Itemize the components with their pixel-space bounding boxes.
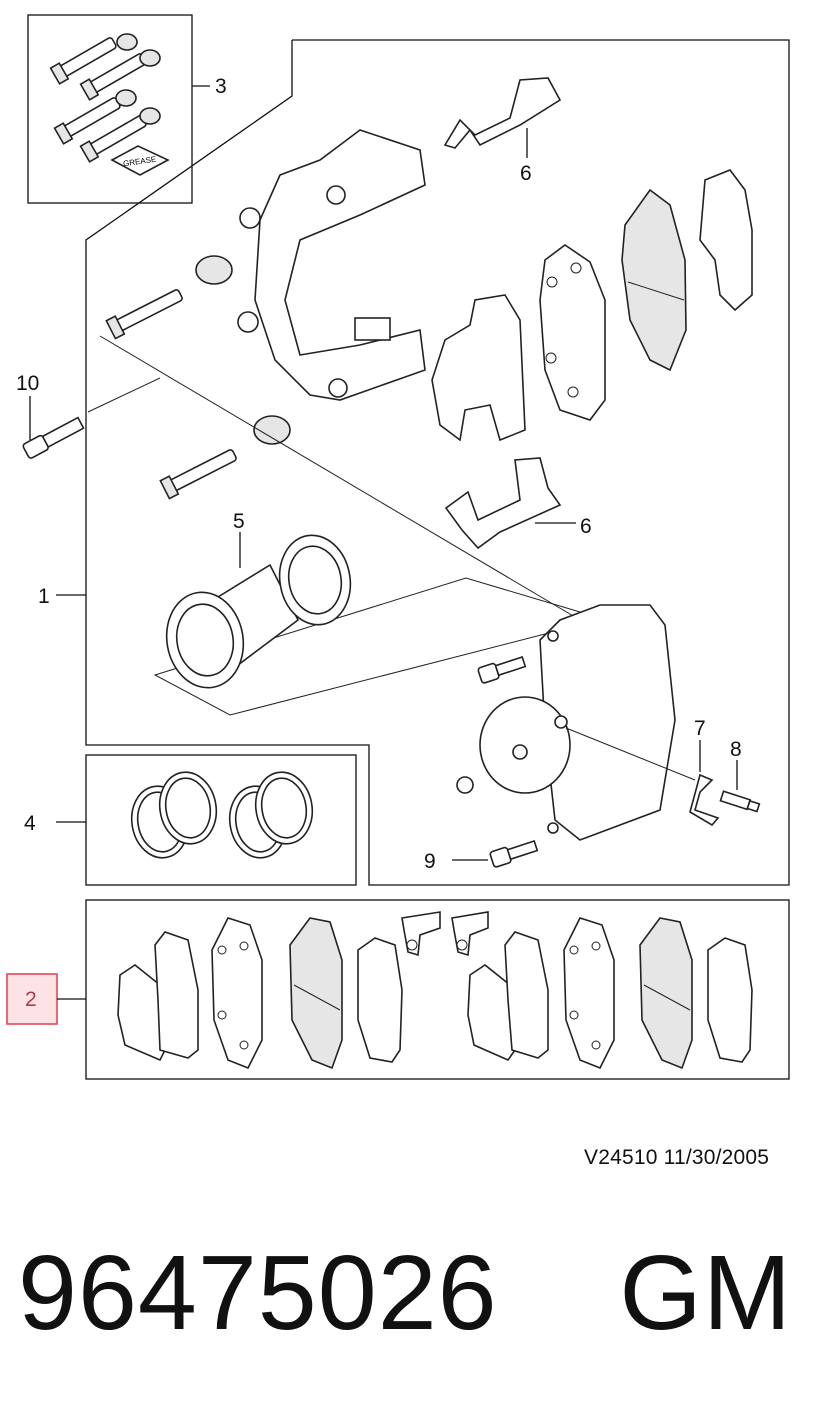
seal-kit-frame: [85, 754, 357, 886]
caliper-housing: [479, 604, 676, 841]
brake-hose-bracket: [689, 773, 720, 827]
callout-6-upper: 6: [520, 162, 532, 185]
guide-pin-upper: [105, 289, 183, 340]
callout-7: 7: [694, 717, 706, 740]
brake-pad-inner: [539, 244, 606, 421]
diagram-reference-code: V24510 11/30/2005: [584, 1146, 770, 1169]
callout-8: 8: [730, 738, 742, 761]
pin-boot-upper: [195, 255, 233, 285]
brake-pad-kit-frame: [85, 899, 790, 1080]
callout-2: 2: [25, 988, 37, 1011]
caliper-bracket: [237, 129, 426, 401]
guide-pin-kit-frame: [27, 14, 193, 204]
pin-boot-lower: [253, 415, 291, 445]
guide-pin-kit: GREASE: [49, 33, 170, 176]
caliper-guide-bolt-lower: [489, 840, 539, 868]
grease-packet: [110, 145, 170, 176]
brake-pad-outer: [621, 188, 687, 372]
pad-shim-outer: [699, 169, 753, 312]
callout-4: 4: [24, 812, 36, 835]
caliper-piston-assembly: [153, 534, 581, 716]
bleeder-cap: [456, 776, 474, 794]
pad-retainer-clip-lower: [444, 457, 562, 550]
brake-caliper-exploded-diagram: GREASE 3 6 10 6: [6, 14, 790, 1080]
callout-1: 1: [38, 585, 50, 608]
callout-3: 3: [215, 75, 227, 98]
pad-retainer-clip-upper: [443, 77, 562, 149]
guide-pin-lower: [159, 449, 237, 500]
main-assembly-frame: [85, 39, 790, 886]
pad-shim-inner: [431, 294, 526, 442]
callout-6-lower: 6: [580, 515, 592, 538]
bracket-bolt: [22, 416, 85, 459]
part-number-title: 96475026 GM: [18, 1234, 793, 1352]
callout-10: 10: [16, 372, 39, 395]
piston-seal-kit: [130, 771, 314, 859]
callout-5: 5: [233, 510, 245, 533]
caliper-guide-bolt-upper: [477, 656, 527, 684]
bleeder-screw: [719, 790, 761, 813]
callout-9: 9: [424, 850, 436, 873]
brake-pad-kit: [117, 911, 753, 1070]
